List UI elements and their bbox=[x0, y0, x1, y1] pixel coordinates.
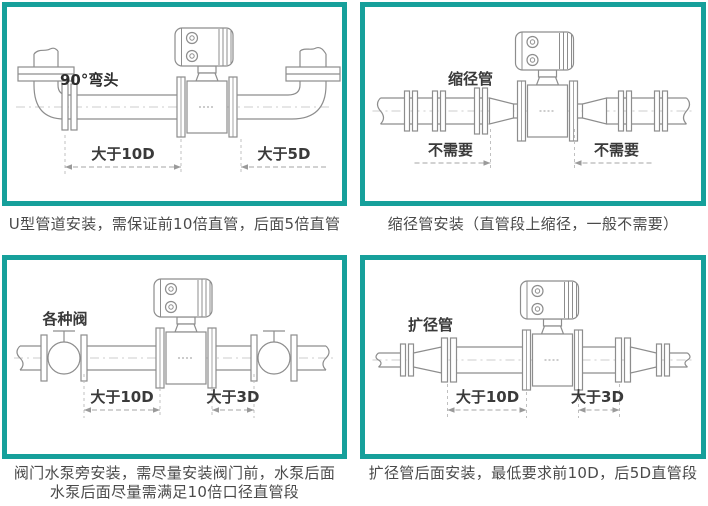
reducer-label: 缩径管 bbox=[448, 70, 493, 88]
valves-diagram: 各种阀 大于10D 大于3D bbox=[14, 278, 335, 418]
dim-left-label: 大于10D bbox=[91, 145, 154, 163]
valve-icon bbox=[40, 330, 88, 382]
flowmeter-icon bbox=[519, 280, 584, 391]
upstream-expander-icon bbox=[375, 337, 458, 383]
flowmeter-icon bbox=[153, 278, 217, 389]
downstream-reducer-icon bbox=[582, 337, 691, 383]
valve-label: 各种阀 bbox=[41, 310, 87, 328]
dim-right-label: 大于3D bbox=[571, 388, 624, 406]
expander-label: 扩径管 bbox=[408, 316, 453, 334]
elbow-label: 90°弯头 bbox=[60, 71, 118, 89]
downstream-pipe-icon bbox=[606, 90, 691, 132]
u-pipe-caption: U型管道安装，需保证前10倍直管，后面5倍直管 bbox=[8, 215, 341, 233]
pipe-segments bbox=[16, 345, 330, 371]
expander-panel: 扩径管 大于10D 大于3D bbox=[360, 255, 706, 459]
dim-right-label: 不需要 bbox=[594, 141, 639, 159]
left-riser-pipe-icon bbox=[17, 47, 75, 120]
right-riser-pipe-icon bbox=[285, 46, 341, 120]
reducer-panel: 缩径管 不需要 不需要 bbox=[360, 2, 706, 206]
dim-left-label: 不需要 bbox=[428, 141, 473, 159]
panel-reducer-cell: 缩径管 不需要 不需要 缩径管安装（直管段上缩径，一般不需要） bbox=[354, 0, 708, 253]
upstream-pipe bbox=[456, 346, 523, 374]
dim-right-label: 大于3D bbox=[207, 388, 260, 406]
dimension-extension-lines bbox=[490, 129, 575, 171]
reducer-cone-icon bbox=[488, 97, 519, 125]
panel-u-pipe-cell: 90°弯头 大于10D 大于5D U型管道安装，需保证前10倍直管，后面5倍直管 bbox=[0, 0, 354, 253]
u-pipe-diagram: 90°弯头 大于10D 大于5D bbox=[16, 27, 341, 175]
dim-right-label: 大于5D bbox=[258, 145, 311, 163]
valves-panel: 各种阀 大于10D 大于3D bbox=[2, 255, 347, 459]
expander-diagram: 扩径管 大于10D 大于3D bbox=[372, 280, 694, 418]
panel-expander-cell: 扩径管 大于10D 大于3D 扩径管后面安装，最低要求前10D，后5D直管段 bbox=[354, 253, 708, 506]
reducer-caption: 缩径管安装（直管段上缩径，一般不需要） bbox=[387, 215, 679, 233]
upstream-pipe-icon bbox=[376, 87, 489, 135]
upstream-flange-icon bbox=[61, 83, 78, 131]
expander-caption: 扩径管后面安装，最低要求前10D，后5D直管段 bbox=[368, 464, 698, 482]
u-pipe-panel: 90°弯头 大于10D 大于5D bbox=[2, 2, 347, 206]
valves-caption: 阀门水泵旁安装，需尽量安装阀门前，水泵后面 水泵后面尽量需满足10倍口径直管段 bbox=[13, 464, 336, 501]
downstream-pipe bbox=[237, 94, 292, 120]
dim-left-label: 大于10D bbox=[456, 388, 519, 406]
reducer-diagram: 缩径管 不需要 不需要 bbox=[372, 31, 694, 171]
dim-left-label: 大于10D bbox=[90, 388, 153, 406]
panel-valves-cell: 各种阀 大于10D 大于3D 阀门水泵旁安装，需尽量安装阀门前，水泵后面 水泵后… bbox=[0, 253, 354, 506]
dimension-extension-lines bbox=[447, 384, 620, 418]
flowmeter-icon bbox=[514, 31, 579, 142]
dimension-extension-lines bbox=[83, 374, 255, 418]
valve-icon bbox=[250, 330, 298, 382]
flowmeter-icon bbox=[174, 27, 238, 138]
upstream-pipe bbox=[64, 94, 177, 120]
